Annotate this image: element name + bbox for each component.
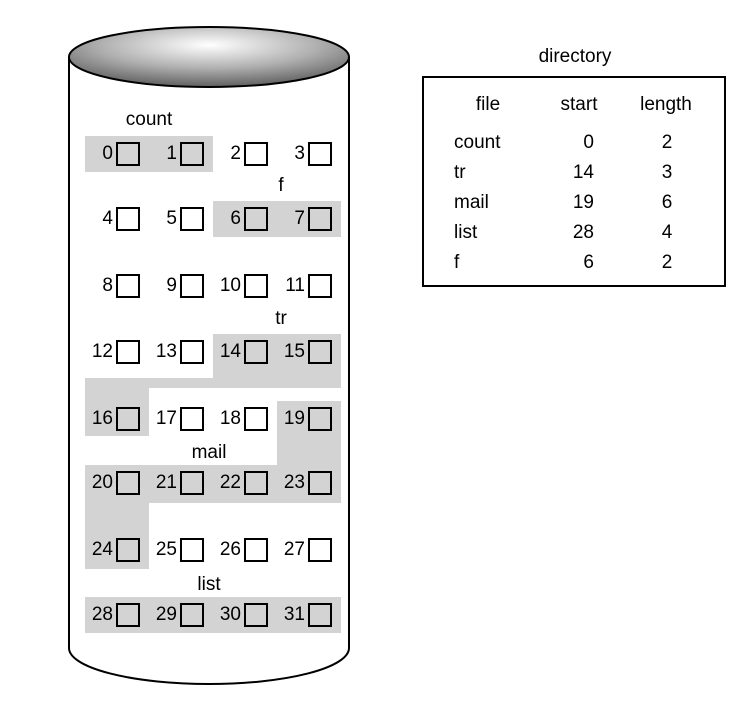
block-number: 18 xyxy=(211,407,241,431)
block-cell xyxy=(116,407,140,431)
block-cell xyxy=(308,207,332,231)
block-cell xyxy=(244,538,268,562)
block-number: 22 xyxy=(211,471,241,495)
block-number: 1 xyxy=(147,142,177,166)
block-number: 3 xyxy=(275,142,305,166)
block-cell xyxy=(180,340,204,364)
row-count-start: 0 xyxy=(540,132,594,154)
block-cell xyxy=(308,471,332,495)
file-label-mail: mail xyxy=(149,442,269,464)
block-cell xyxy=(180,538,204,562)
file-label-tr: tr xyxy=(221,308,341,330)
block-number: 17 xyxy=(147,407,177,431)
block-number: 24 xyxy=(83,538,113,562)
block-cell xyxy=(244,207,268,231)
row-count-length: 2 xyxy=(652,132,682,154)
block-cell xyxy=(116,207,140,231)
block-number: 4 xyxy=(83,207,113,231)
block-cell xyxy=(308,407,332,431)
block-cell xyxy=(180,471,204,495)
row-mail-length: 6 xyxy=(652,192,682,214)
block-number: 16 xyxy=(83,407,113,431)
directory-table: file start length count 0 2 tr 14 3 mail… xyxy=(422,76,726,287)
block-number: 19 xyxy=(275,407,305,431)
block-cell xyxy=(180,603,204,627)
block-cell xyxy=(308,274,332,298)
row-list-start: 28 xyxy=(540,222,594,244)
block-cell xyxy=(116,274,140,298)
block-cell xyxy=(308,340,332,364)
block-cell xyxy=(116,538,140,562)
file-label-list: list xyxy=(149,574,269,596)
block-number: 23 xyxy=(275,471,305,495)
block-number: 9 xyxy=(147,274,177,298)
block-cell xyxy=(244,407,268,431)
row-f-start: 6 xyxy=(540,252,594,274)
block-number: 2 xyxy=(211,142,241,166)
block-cell xyxy=(116,340,140,364)
block-number: 5 xyxy=(147,207,177,231)
block-cell xyxy=(116,603,140,627)
block-number: 25 xyxy=(147,538,177,562)
block-cell xyxy=(244,274,268,298)
header-length: length xyxy=(624,94,708,116)
row-tr-file: tr xyxy=(454,162,466,184)
row-f-length: 2 xyxy=(652,252,682,274)
block-number: 27 xyxy=(275,538,305,562)
block-number: 15 xyxy=(275,340,305,364)
row-f-file: f xyxy=(454,252,459,274)
block-number: 10 xyxy=(211,274,241,298)
block-number: 13 xyxy=(147,340,177,364)
row-count-file: count xyxy=(454,132,500,154)
block-number: 0 xyxy=(83,142,113,166)
block-number: 12 xyxy=(83,340,113,364)
header-file: file xyxy=(452,94,524,116)
file-label-count: count xyxy=(89,109,209,131)
block-cell xyxy=(244,142,268,166)
block-cell xyxy=(180,142,204,166)
block-number: 8 xyxy=(83,274,113,298)
row-mail-file: mail xyxy=(454,192,489,214)
block-number: 28 xyxy=(83,603,113,627)
block-cell xyxy=(116,471,140,495)
block-number: 11 xyxy=(275,274,305,298)
block-number: 31 xyxy=(275,603,305,627)
block-number: 30 xyxy=(211,603,241,627)
block-cell xyxy=(308,603,332,627)
block-cell xyxy=(244,603,268,627)
block-cell xyxy=(308,142,332,166)
cylinder-top xyxy=(69,27,349,87)
block-number: 21 xyxy=(147,471,177,495)
row-list-file: list xyxy=(454,222,477,244)
directory-title: directory xyxy=(500,46,650,68)
block-number: 29 xyxy=(147,603,177,627)
row-list-length: 4 xyxy=(652,222,682,244)
header-start: start xyxy=(544,94,614,116)
block-cell xyxy=(116,142,140,166)
row-tr-length: 3 xyxy=(652,162,682,184)
block-cell xyxy=(308,538,332,562)
block-cell xyxy=(180,274,204,298)
block-cell xyxy=(180,407,204,431)
block-cell xyxy=(180,207,204,231)
block-number: 26 xyxy=(211,538,241,562)
block-number: 20 xyxy=(83,471,113,495)
row-tr-start: 14 xyxy=(540,162,594,184)
block-cell xyxy=(244,340,268,364)
file-label-f: f xyxy=(221,175,341,197)
block-cell xyxy=(244,471,268,495)
block-number: 6 xyxy=(211,207,241,231)
row-mail-start: 19 xyxy=(540,192,594,214)
block-number: 14 xyxy=(211,340,241,364)
block-number: 7 xyxy=(275,207,305,231)
